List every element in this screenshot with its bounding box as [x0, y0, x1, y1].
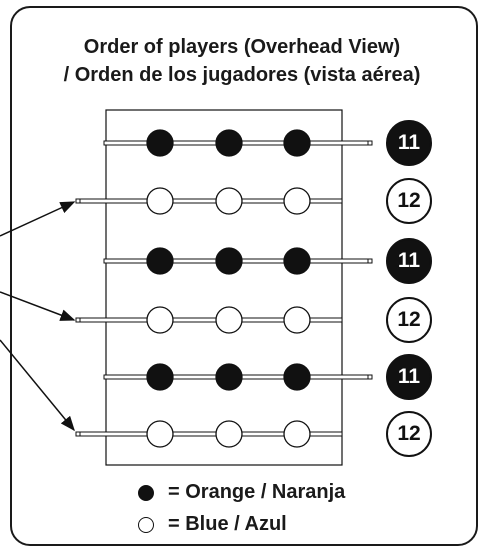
rod-2 [75, 187, 343, 215]
rod-5 [103, 363, 373, 391]
orange-player [283, 129, 311, 157]
rod-3 [103, 247, 373, 275]
orange-player [283, 363, 311, 391]
rod-6 [75, 420, 343, 448]
rod-1 [103, 129, 373, 157]
orange-player [146, 247, 174, 275]
blue-player [215, 306, 243, 334]
orange-player [146, 363, 174, 391]
player-number-badge: 12 [386, 297, 432, 343]
blue-player [215, 420, 243, 448]
filled-circle-icon [138, 484, 154, 501]
orange-player [283, 247, 311, 275]
blue-player [146, 306, 174, 334]
legend-blue-label: = Blue / Azul [168, 513, 287, 535]
player-number-badge: 11 [386, 354, 432, 400]
orange-player [215, 247, 243, 275]
blue-player [146, 187, 174, 215]
orange-player [215, 129, 243, 157]
rod-endcap [75, 198, 81, 204]
blue-player [215, 187, 243, 215]
rod-endcap [367, 374, 373, 380]
blue-player [283, 187, 311, 215]
rod-endcap [75, 431, 81, 437]
blue-player [146, 420, 174, 448]
blue-player [283, 420, 311, 448]
orange-player [146, 129, 174, 157]
player-number-badge: 11 [386, 238, 432, 284]
arrow-to-rod-2 [0, 201, 76, 237]
title-line-2: / Orden de los jugadores (vista aérea) [63, 64, 421, 86]
open-circle-icon [138, 516, 154, 533]
rod-endcap [367, 258, 373, 264]
orange-player [215, 363, 243, 391]
arrow-to-rod-4 [0, 291, 76, 321]
arrow-to-rod-6 [0, 339, 75, 432]
title-line-1: Order of players (Overhead View) [83, 36, 401, 58]
player-number-badge: 12 [386, 178, 432, 224]
blue-player [283, 306, 311, 334]
rod-4 [75, 306, 343, 334]
rod-endcap [367, 140, 373, 146]
rod-endcap [75, 317, 81, 323]
table-outline [105, 109, 343, 466]
player-number-badge: 12 [386, 411, 432, 457]
legend-blue: = Blue / Azul [138, 513, 287, 536]
player-number-badge: 11 [386, 120, 432, 166]
legend-orange-label: = Orange / Naranja [168, 481, 346, 503]
legend-orange: = Orange / Naranja [138, 481, 345, 504]
